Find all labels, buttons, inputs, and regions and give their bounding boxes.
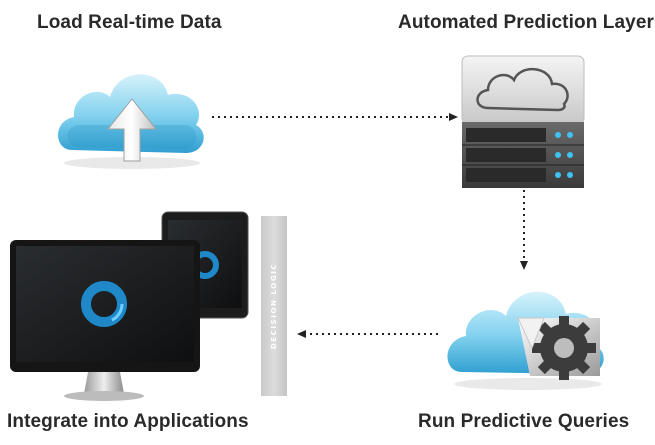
connector-prediction-to-queries — [520, 190, 528, 270]
cloud-upload-icon — [58, 74, 204, 169]
step-label-load: Load Real-time Data — [37, 12, 222, 33]
connector-load-to-prediction — [212, 113, 458, 121]
step-label-prediction: Automated Prediction Layer — [398, 12, 654, 33]
connector-queries-to-decision — [297, 330, 438, 338]
step-label-integrate: Integrate into Applications — [7, 411, 249, 432]
step-label-run-queries: Run Predictive Queries — [418, 411, 630, 432]
decision-logic-bar: DECISION LOGIC — [261, 216, 287, 396]
decision-logic-label: DECISION LOGIC — [270, 262, 278, 350]
server-cloud-icon — [461, 55, 585, 188]
cloud-gear-icon — [447, 291, 604, 390]
monitor-tablet-icon — [10, 211, 249, 401]
